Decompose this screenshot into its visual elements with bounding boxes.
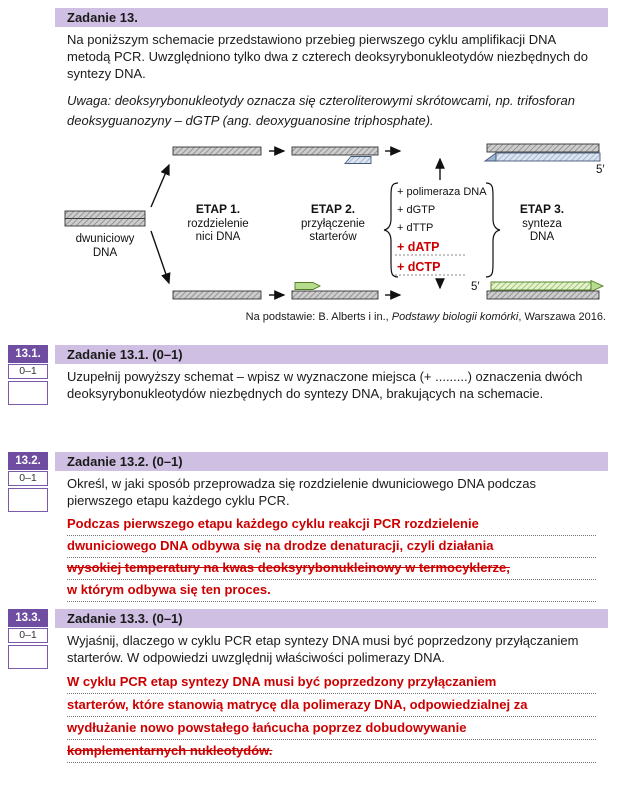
task-13-2-answer: Podczas pierwszego etapu każdego cyklu r… <box>55 514 608 602</box>
bottom-strand-stage2 <box>291 290 379 300</box>
task-13-1-header: Zadanie 13.1. (0–1) <box>55 345 608 364</box>
task-13-2-number-badge: 13.2. <box>8 452 48 470</box>
arrow-split-bottom <box>150 230 171 285</box>
answer-line: starterów, które stanowią matrycę dla po… <box>67 694 596 717</box>
task-13-2-body: Określ, w jaki sposób przeprowadza się r… <box>67 476 536 508</box>
bottom-strand-stage1 <box>172 290 262 300</box>
bracket-left <box>383 182 399 278</box>
double-stranded-dna <box>64 210 146 227</box>
attribution-book-title: Podstawy biologii komórki <box>391 311 519 323</box>
task-13-3-header: Zadanie 13.3. (0–1) <box>55 609 608 628</box>
answer-line-struck: wysokiej temperatury na kwas deoksyrybon… <box>67 558 596 580</box>
top-primer <box>344 156 372 164</box>
reagent-polymerase: + polimeraza DNA <box>397 186 487 198</box>
task-13-1-section: 13.1. 0–1 Zadanie 13.1. (0–1) Uzupełnij … <box>8 345 608 405</box>
five-prime-top-label: 5′ <box>596 164 605 176</box>
task-13-3-section: 13.3. 0–1 Zadanie 13.3. (0–1) Wyjaśnij, … <box>8 609 608 763</box>
task-13-2-margin-box: 13.2. 0–1 <box>8 452 48 512</box>
stage3-sub2: DNA <box>530 231 555 243</box>
task-13-3-points-box <box>8 645 48 669</box>
reagent-dctp-handwritten: + dCTP <box>397 260 440 274</box>
stage3-title: ETAP 3. <box>520 202 564 216</box>
answer-line: Podczas pierwszego etapu każdego cyklu r… <box>67 514 596 536</box>
task-13-body: Na poniższym schemacie przedstawiono prz… <box>67 32 589 81</box>
task-13-3-answer: W cyklu PCR etap syntezy DNA musi być po… <box>55 671 608 763</box>
bottom-strand-stage3 <box>486 279 605 300</box>
task-13-3-number-badge: 13.3. <box>8 609 48 627</box>
task-13-note: Uwaga: deoksyrybonukleotydy oznacza się … <box>67 93 575 128</box>
task-13-2-header: Zadanie 13.2. (0–1) <box>55 452 608 471</box>
task-13-title: Zadanie 13. <box>55 8 608 27</box>
task-13-3-body: Wyjaśnij, dlaczego w cyklu PCR etap synt… <box>67 633 579 665</box>
top-strand-stage3 <box>483 143 601 162</box>
task-13-3-score-box: 0–1 <box>8 628 48 643</box>
task-13-1-score-box: 0–1 <box>8 364 48 379</box>
pcr-diagram: dwuniciowy DNA 5′ ETAP 1. rozdzielenie n… <box>64 143 605 300</box>
bracket-right <box>485 182 501 278</box>
top-strand-stage2 <box>291 146 379 156</box>
stage2-title: ETAP 2. <box>311 202 355 216</box>
bottom-primer <box>294 282 322 290</box>
source-attribution: Na podstawie: B. Alberts i in., Podstawy… <box>55 311 608 323</box>
stage1-sub2: nici DNA <box>196 231 241 243</box>
attribution-suffix: , Warszawa 2016. <box>518 311 606 323</box>
answer-line: W cyklu PCR etap syntezy DNA musi być po… <box>67 671 596 694</box>
answer-line-struck: komplementarnych nukleotydów. <box>67 740 596 763</box>
reagent-dgtp: + dGTP <box>397 204 435 216</box>
task-13-2-score-box: 0–1 <box>8 471 48 486</box>
task-13-1-body: Uzupełnij powyższy schemat – wpisz w wyz… <box>67 369 583 401</box>
task-13-section: Zadanie 13. Na poniższym schemacie przed… <box>55 8 608 323</box>
arrow-split-top <box>150 163 170 208</box>
dna-label-line2: DNA <box>93 247 118 259</box>
answer-line: wydłużanie nowo powstałego łańcucha popr… <box>67 717 596 740</box>
reagent-dttp: + dTTP <box>397 222 433 234</box>
stage2-sub2: starterów <box>309 231 357 243</box>
reagent-datp-handwritten: + dATP <box>397 240 439 254</box>
attribution-prefix: Na podstawie: B. Alberts i in., <box>245 311 392 323</box>
answer-line: dwuniciowego DNA odbywa się na drodze de… <box>67 536 596 558</box>
top-strand-stage1 <box>172 146 262 156</box>
task-13-2-section: 13.2. 0–1 Zadanie 13.2. (0–1) Określ, w … <box>8 452 608 602</box>
task-13-1-margin-box: 13.1. 0–1 <box>8 345 48 405</box>
task-13-1-points-box <box>8 381 48 405</box>
task-13-1-number-badge: 13.1. <box>8 345 48 363</box>
stage3-sub1: synteza <box>522 218 562 230</box>
stage1-title: ETAP 1. <box>196 202 240 216</box>
task-13-2-points-box <box>8 488 48 512</box>
dna-label-line1: dwuniciowy <box>76 233 135 245</box>
answer-line: w którym odbywa się ten proces. <box>67 580 596 602</box>
stage1-sub1: rozdzielenie <box>187 218 248 230</box>
task-13-3-margin-box: 13.3. 0–1 <box>8 609 48 669</box>
stage2-sub1: przyłączenie <box>301 218 365 230</box>
five-prime-bottom-label: 5′ <box>471 281 480 293</box>
